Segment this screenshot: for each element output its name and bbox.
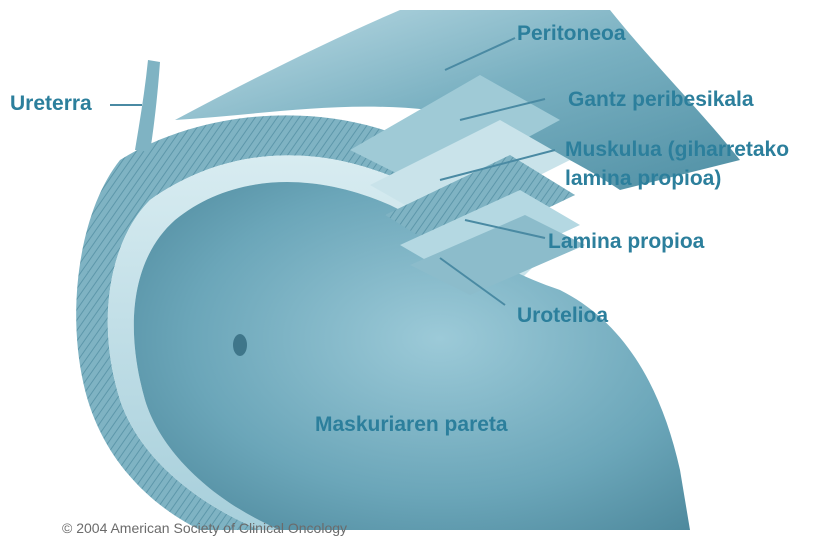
label-muskulua-line2: lamina propioa)	[565, 165, 721, 192]
label-urotelioa: Urotelioa	[517, 302, 608, 329]
label-gantz-peribesikala: Gantz peribesikala	[568, 86, 754, 113]
label-muskulua-line1: Muskulua (giharretako	[565, 136, 789, 163]
label-lamina-propioa: Lamina propioa	[548, 228, 704, 255]
label-ureterra: Ureterra	[10, 90, 92, 117]
copyright-notice: © 2004 American Society of Clinical Onco…	[62, 520, 347, 536]
label-peritoneoa: Peritoneoa	[517, 20, 626, 47]
label-maskuriaren-pareta: Maskuriaren pareta	[315, 411, 508, 438]
ureteral-orifice	[233, 334, 247, 356]
